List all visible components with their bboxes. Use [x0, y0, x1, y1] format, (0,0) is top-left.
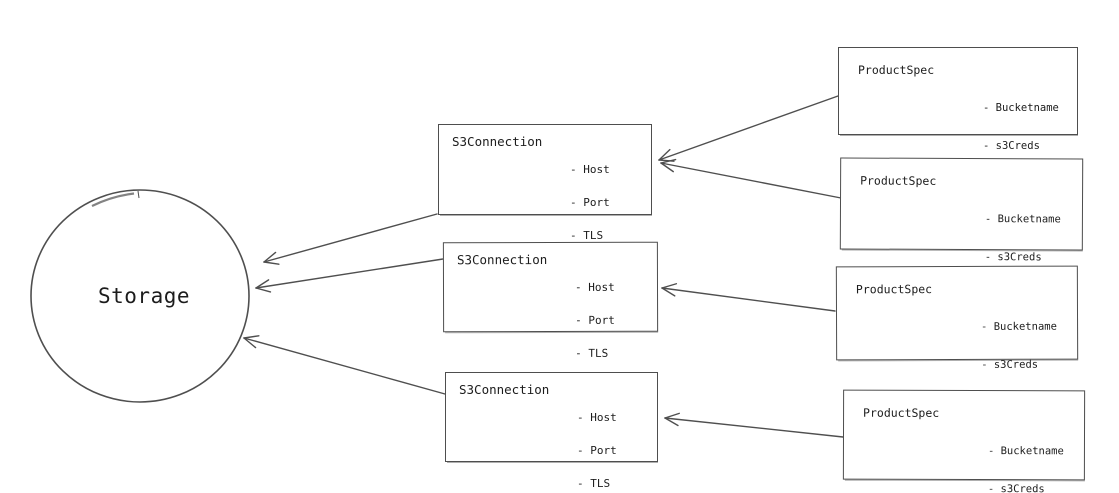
- attribute-bucketname: - Bucketname: [983, 102, 1059, 114]
- attribute-port: - Port: [570, 196, 610, 209]
- productspec-box-1[interactable]: ProductSpec - Bucketname - s3Creds: [838, 47, 1078, 152]
- s3connection-box-3[interactable]: S3Connection - Host - Port - TLS: [445, 372, 658, 489]
- s3connection-box-1[interactable]: S3Connection - Host - Port - TLS: [438, 124, 652, 241]
- productspec-box-4[interactable]: ProductSpec - Bucketname - s3Creds: [842, 389, 1086, 493]
- productspec-box-3[interactable]: ProductSpec - Bucketname - s3Creds: [835, 265, 1079, 370]
- s3connection-3-attributes: - Host - Port - TLS: [577, 390, 617, 493]
- s3connection-1-title: S3Connection: [452, 134, 543, 149]
- arrow-s3connection-2-to-storage: [255, 258, 444, 293]
- attribute-s3creds: - s3Creds: [984, 250, 1042, 263]
- storage-circle-sketch-overlap: [91, 192, 135, 207]
- attribute-tls: - TLS: [577, 477, 611, 490]
- attribute-s3creds: - s3Creds: [983, 139, 1040, 152]
- s3connection-3-title: S3Connection: [459, 382, 550, 397]
- storage-label: Storage: [97, 284, 191, 308]
- productspec-1-title: ProductSpec: [858, 63, 935, 77]
- attribute-tls: - TLS: [575, 346, 609, 360]
- storage-circle-sketch-tick: [137, 190, 140, 199]
- s3connection-2-title: S3Connection: [456, 252, 548, 268]
- attribute-host: - Host: [574, 280, 615, 294]
- attribute-bucketname: - Bucketname: [987, 445, 1064, 458]
- attribute-s3creds: - s3Creds: [981, 358, 1039, 371]
- storage-circle[interactable]: [30, 189, 250, 403]
- arrow-s3connection-3-to-storage: [243, 335, 446, 395]
- attribute-host: - Host: [570, 163, 610, 176]
- productspec-3-title: ProductSpec: [855, 282, 933, 297]
- productspec-3-attributes: - Bucketname - s3Creds: [981, 296, 1057, 396]
- productspec-box-2[interactable]: ProductSpec - Bucketname - s3Creds: [839, 157, 1084, 263]
- attribute-tls: - TLS: [570, 229, 604, 242]
- productspec-1-attributes: - Bucketname - s3Creds: [983, 77, 1059, 177]
- productspec-2-title: ProductSpec: [860, 173, 937, 188]
- s3connection-box-2[interactable]: S3Connection - Host - Port - TLS: [442, 241, 659, 360]
- attribute-s3creds: - s3Creds: [987, 482, 1045, 493]
- s3connection-1-attributes: - Host - Port - TLS: [570, 142, 610, 263]
- arrow-productspec-3-to-s3connection-2: [661, 283, 836, 312]
- attribute-bucketname: - Bucketname: [984, 213, 1061, 226]
- attribute-port: - Port: [575, 313, 615, 327]
- attribute-host: - Host: [577, 411, 617, 424]
- s3connection-2-attributes: - Host - Port - TLS: [575, 260, 615, 381]
- arrow-productspec-4-to-s3connection-3: [664, 412, 844, 438]
- attribute-bucketname: - Bucketname: [981, 320, 1057, 333]
- arrow-productspec-1-to-s3connection-1: [658, 95, 839, 162]
- arrow-productspec-2-to-s3connection-1: [660, 158, 842, 199]
- productspec-4-title: ProductSpec: [863, 405, 940, 420]
- productspec-4-attributes: - Bucketname - s3Creds: [988, 420, 1064, 493]
- attribute-port: - Port: [577, 444, 617, 457]
- arrow-s3connection-1-to-storage: [263, 213, 438, 265]
